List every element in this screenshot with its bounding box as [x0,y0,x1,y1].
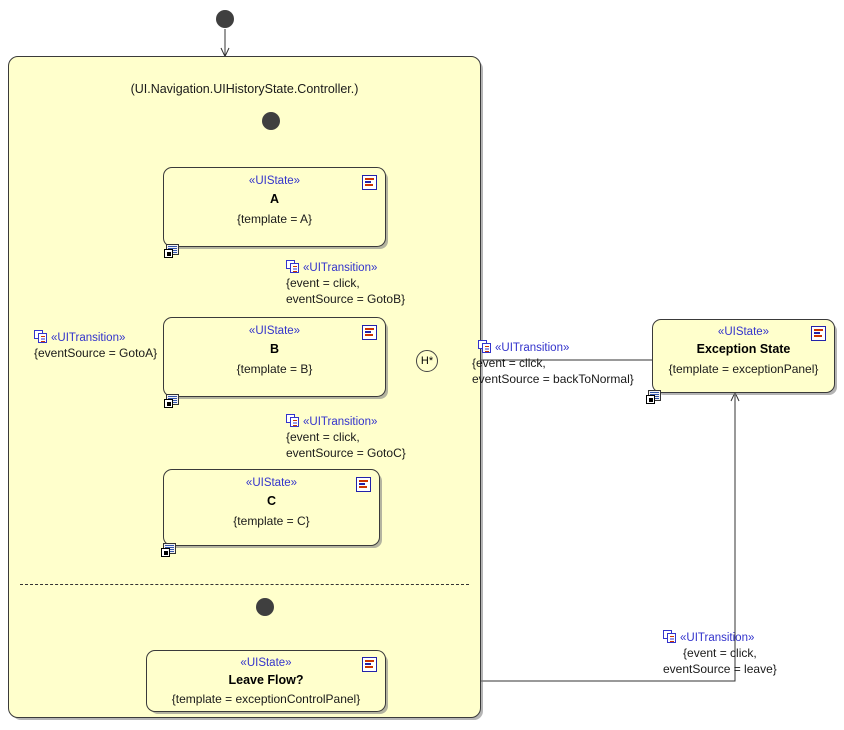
edge-leave-to-exception [386,391,740,682]
state-b-name: B [269,342,280,356]
transition-leave-to-exception-header: «UITransition» [663,630,777,645]
transition-c-to-a-stereotype: «UITransition» [51,332,126,344]
transition-a-to-b-line2: eventSource = GotoB} [286,292,406,306]
state-exception-note-icon[interactable] [811,326,826,341]
transition-label-exception-to-history[interactable]: «UITransition» {event = click, eventSour… [472,340,634,387]
transition-c-to-a-line1: {eventSource = GotoA} [34,346,158,360]
state-b-subdiagram-icon[interactable] [164,394,180,409]
transition-exception-to-history-line2: eventSource = backToNormal} [472,372,634,386]
state-leave-flow-stereotype: «UIState» [240,657,292,669]
transition-exception-to-history-line1: {event = click, [472,356,546,370]
initial-node-region [262,112,280,130]
state-a-name: A [269,192,280,206]
transition-b-to-c-line2: eventSource = GotoC} [286,446,406,460]
state-a[interactable]: «UIState» A {template = A} [163,167,386,247]
initial-node-outer [216,10,234,28]
state-leave-flow-name: Leave Flow? [228,673,304,687]
state-b[interactable]: «UIState» B {template = B} [163,317,386,397]
region-divider [20,584,469,585]
uitransition-icon [34,330,48,343]
transition-exception-to-history-header: «UITransition» [478,340,634,355]
transition-a-to-b-stereotype: «UITransition» [303,262,378,274]
uitransition-icon [286,414,300,427]
state-leave-flow-tagged-value: {template = exceptionControlPanel} [171,692,361,706]
state-c[interactable]: «UIState» C {template = C} [163,469,380,546]
uitransition-icon [663,630,677,643]
transition-label-leave-to-exception[interactable]: «UITransition» {event = click, eventSour… [663,630,777,677]
transition-a-to-b-header: «UITransition» [286,260,405,275]
state-a-subdiagram-icon[interactable] [164,244,180,259]
transition-b-to-c-line1: {event = click, [286,430,360,444]
state-a-stereotype: «UIState» [248,175,301,187]
transition-c-to-a-header: «UITransition» [34,330,157,345]
state-leave-flow[interactable]: «UIState» Leave Flow? {template = except… [146,650,386,712]
region-title: (UI.Navigation.UIHistoryState.Controller… [130,82,359,96]
transition-a-to-b-line1: {event = click, [286,276,360,290]
transition-b-to-c-header: «UITransition» [286,414,406,429]
state-c-name: C [266,494,277,508]
state-b-note-icon[interactable] [362,325,377,340]
state-exception-subdiagram-icon[interactable] [646,390,662,405]
state-c-stereotype: «UIState» [245,477,298,489]
uitransition-icon [286,260,300,273]
transition-leave-to-exception-line2: eventSource = leave} [663,662,777,676]
state-a-note-icon[interactable] [362,175,377,190]
uitransition-icon [478,340,492,353]
state-leave-flow-note-icon[interactable] [362,657,377,672]
transition-exception-to-history-stereotype: «UITransition» [495,342,570,354]
transition-b-to-c-stereotype: «UITransition» [303,416,378,428]
state-b-stereotype: «UIState» [248,325,301,337]
initial-node-lower [256,598,274,616]
transition-label-a-to-b[interactable]: «UITransition» {event = click, eventSour… [286,260,405,307]
transition-label-b-to-c[interactable]: «UITransition» {event = click, eventSour… [286,414,406,461]
state-a-tagged-value: {template = A} [236,212,313,226]
state-exception-stereotype: «UIState» [717,326,770,338]
history-pseudostate[interactable]: H* [416,350,438,372]
state-c-tagged-value: {template = C} [233,514,310,528]
state-b-tagged-value: {template = B} [236,362,313,376]
state-exception[interactable]: «UIState» Exception State {template = ex… [652,319,835,393]
state-c-subdiagram-icon[interactable] [161,543,177,558]
transition-leave-to-exception-line1: {event = click, [683,646,757,660]
transition-leave-to-exception-stereotype: «UITransition» [680,632,755,644]
state-c-note-icon[interactable] [356,477,371,492]
state-exception-tagged-value: {template = exceptionPanel} [668,362,819,376]
state-exception-name: Exception State [696,342,791,356]
transition-label-c-to-a[interactable]: «UITransition» {eventSource = GotoA} [34,330,157,361]
